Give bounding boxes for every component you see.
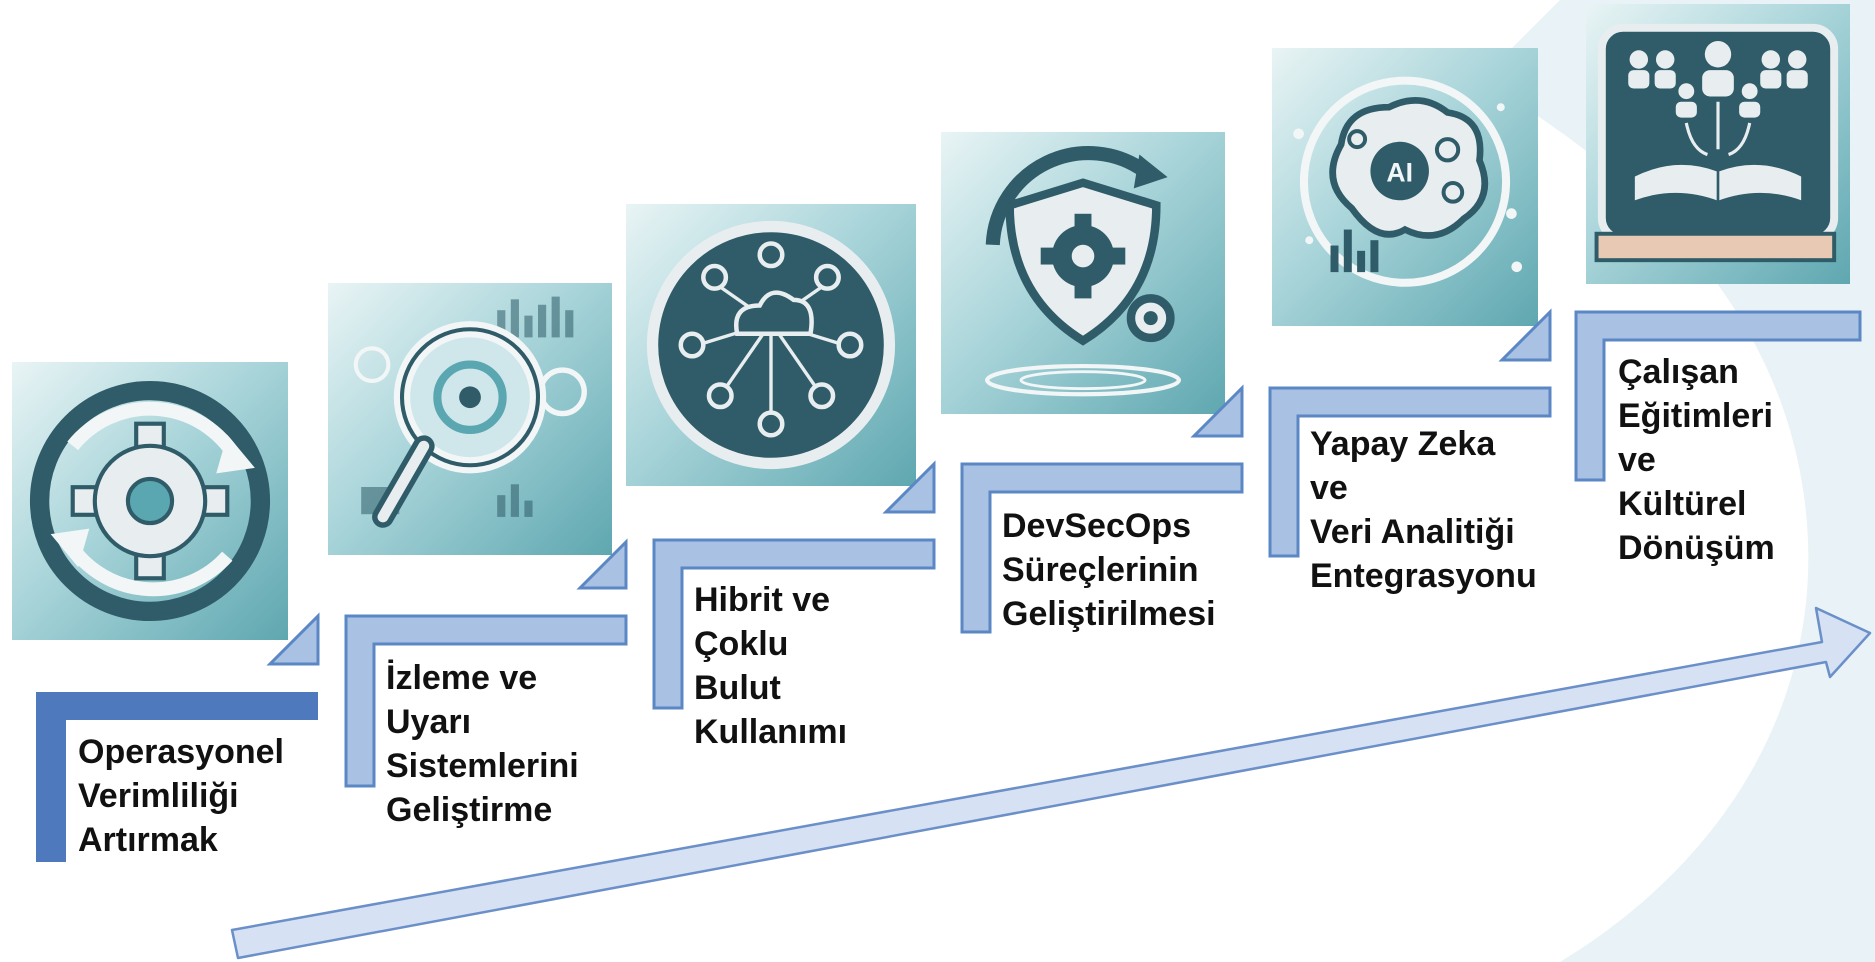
step-1-label-line-2: Verimliliği	[78, 777, 239, 815]
svg-text:AI: AI	[1386, 158, 1413, 188]
step-3-label-line-3: Kullanımı	[694, 713, 848, 751]
step-2-label-line-2: Uyarı	[386, 703, 472, 741]
step-4-label-line-2: Süreçlerinin	[1002, 551, 1199, 589]
magnifier-dashboard-icon	[328, 283, 612, 555]
step-6-label-line-3: Kültürel	[1618, 485, 1747, 523]
step-1-label: Operasyonel Verimliliği Artırmak	[78, 730, 284, 862]
step-4-label: DevSecOps Süreçlerinin Geliştirilmesi	[1002, 504, 1216, 636]
step-4-label-line-3: Geliştirilmesi	[1002, 595, 1216, 633]
step-4-label-line-1: DevSecOps	[1002, 507, 1191, 545]
shield-gear-icon	[941, 132, 1225, 414]
gear-cycle-icon	[12, 362, 288, 640]
step-5-label-line-1: Yapay Zeka ve	[1310, 425, 1496, 507]
step-3-label-line-2: Çoklu Bulut	[694, 625, 789, 707]
step-6-label-line-4: Dönüşüm	[1618, 529, 1775, 567]
step-6-label: Çalışan Eğitimleri ve Kültürel Dönüşüm	[1618, 350, 1775, 570]
step-1-label-line-3: Artırmak	[78, 821, 218, 859]
ai-brain-icon: AI	[1272, 48, 1538, 326]
step-3-label: Hibrit ve Çoklu Bulut Kullanımı	[694, 578, 847, 754]
step-1-label-line-1: Operasyonel	[78, 733, 284, 771]
step-2-label-line-3: Sistemlerini	[386, 747, 579, 785]
step-2-label: İzleme ve Uyarı Sistemlerini Geliştirme	[386, 656, 579, 832]
step-6-label-line-2: Eğitimleri ve	[1618, 397, 1773, 479]
step-5-label: Yapay Zeka ve Veri Analitiği Entegrasyon…	[1310, 422, 1537, 598]
step-2-label-line-1: İzleme ve	[386, 659, 538, 697]
step-5-label-line-3: Entegrasyonu	[1310, 557, 1537, 595]
cloud-network-icon	[626, 204, 916, 486]
step-5-label-line-2: Veri Analitiği	[1310, 513, 1515, 551]
step-6-label-line-1: Çalışan	[1618, 353, 1739, 391]
step-3-label-line-1: Hibrit ve	[694, 581, 831, 619]
growth-arrow-shape	[230, 606, 1872, 960]
people-book-icon	[1586, 4, 1850, 284]
step-2-label-line-4: Geliştirme	[386, 791, 553, 829]
